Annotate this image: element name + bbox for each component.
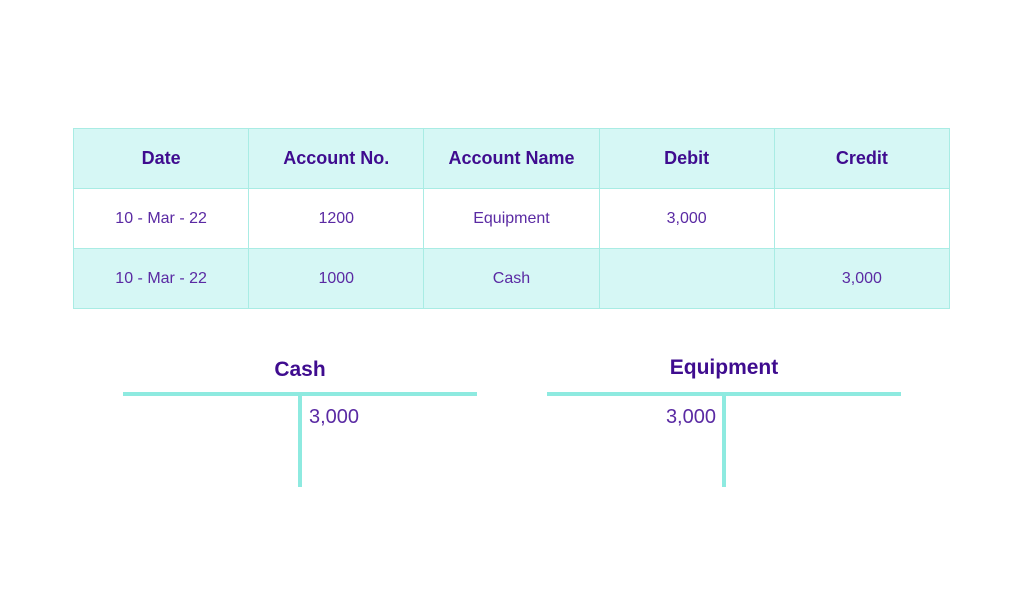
- cell-date: 10 - Mar - 22: [72, 248, 250, 309]
- table-header-row: Date Account No. Account Name Debit Cred…: [72, 128, 951, 189]
- table-row: 10 - Mar - 22 1000 Cash 3,000: [72, 248, 951, 309]
- t-account-equipment: Equipment 3,000: [547, 356, 901, 488]
- cell-account-no: 1000: [248, 248, 425, 309]
- table-row: 10 - Mar - 22 1200 Equipment 3,000: [72, 188, 951, 249]
- cell-credit: 3,000: [773, 248, 951, 309]
- cell-debit: [598, 248, 775, 309]
- journal-entry-table: Date Account No. Account Name Debit Cred…: [72, 128, 951, 309]
- cell-date: 10 - Mar - 22: [72, 188, 250, 249]
- cell-account-no: 1200: [248, 188, 425, 249]
- header-account-name: Account Name: [423, 128, 600, 189]
- t-account-title: Cash: [274, 358, 326, 381]
- cell-account-name: Equipment: [423, 188, 600, 249]
- header-account-no: Account No.: [248, 128, 425, 189]
- header-debit: Debit: [598, 128, 775, 189]
- t-account-vertical-line: [722, 392, 726, 487]
- cell-account-name: Cash: [423, 248, 600, 309]
- header-date: Date: [72, 128, 250, 189]
- t-account-vertical-line: [298, 392, 302, 487]
- t-account-cash: Cash 3,000: [123, 356, 477, 488]
- header-credit: Credit: [773, 128, 951, 189]
- t-account-debit-value: 3,000: [665, 406, 716, 428]
- cell-debit: 3,000: [598, 188, 775, 249]
- t-account-title: Equipment: [669, 356, 779, 379]
- t-account-credit-value: 3,000: [309, 406, 360, 428]
- cell-credit: [773, 188, 951, 249]
